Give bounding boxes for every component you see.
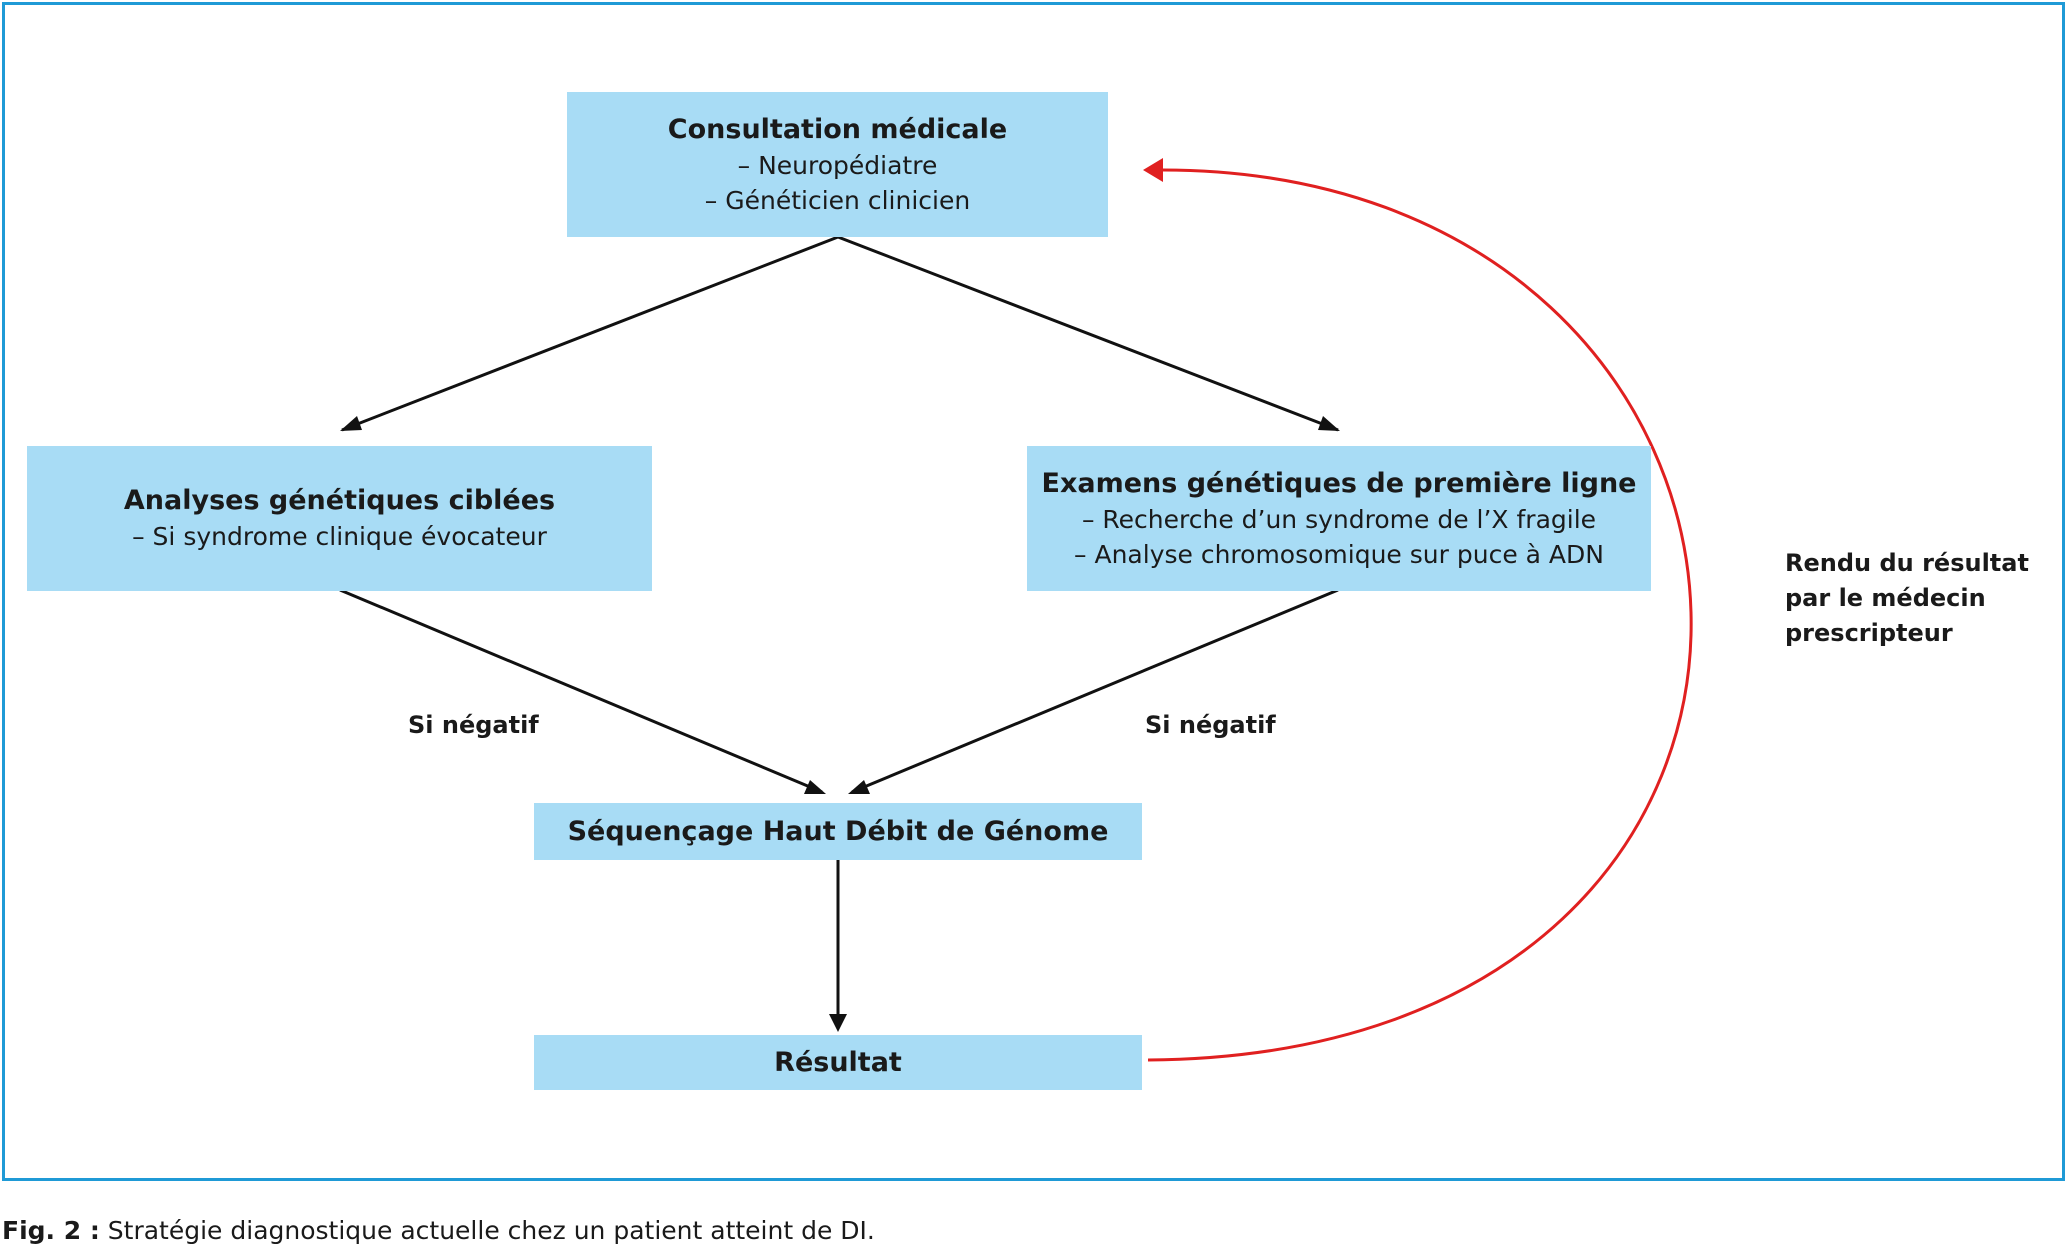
box-consultation-line-1: – Neuropédiatre [737,150,938,180]
box-consultation-line-2: – Généticien clinicien [704,185,971,215]
figure-caption-number: Fig. 2 : [2,1216,100,1245]
arrow-consultation-to-examens [837,235,1339,432]
arrow-examens-to-sequencage [851,588,1339,794]
box-examens-line-1: – Recherche d’un syndrome de l’X fragile [1081,504,1597,534]
label-feedback-line-1: Rendu du résultat [1785,549,2029,577]
figure-caption: Fig. 2 : Stratégie diagnostique actuelle… [2,1216,875,1246]
arrowhead-sequencage-right [848,780,870,794]
box-examens: Examens génétiques de première ligne – R… [1027,446,1651,591]
box-sequencage: Séquençage Haut Débit de Génome [534,803,1142,860]
arrowhead-sequencage-left [804,780,826,794]
box-analyses-line-1: – Si syndrome clinique évocateur [132,522,547,551]
box-analyses: Analyses génétiques ciblées – Si syndrom… [27,446,652,591]
box-resultat-title: Résultat [774,1046,902,1078]
arrow-consultation-to-analyses [341,235,839,432]
arrowhead-resultat [829,1014,847,1032]
figure-frame [2,2,2065,1181]
feedback-arrowhead [1143,158,1163,182]
box-examens-title: Examens génétiques de première ligne [1041,467,1637,499]
label-left-negative: Si négatif [408,711,539,739]
label-feedback: Rendu du résultat par le médecin prescri… [1785,546,2029,651]
arrow-analyses-to-sequencage [339,588,823,794]
box-resultat: Résultat [534,1035,1142,1090]
label-right-negative: Si négatif [1145,711,1276,739]
label-feedback-line-2: par le médecin [1785,584,1986,612]
box-consultation-title: Consultation médicale [667,113,1008,145]
box-analyses-title: Analyses génétiques ciblées [123,485,556,516]
feedback-arrow [1147,168,1693,1062]
box-sequencage-title: Séquençage Haut Débit de Génome [567,815,1109,847]
box-consultation: Consultation médicale – Neuropédiatre – … [567,92,1108,237]
box-examens-line-2: – Analyse chromosomique sur puce à ADN [1074,539,1604,569]
figure-caption-text: Stratégie diagnostique actuelle chez un … [99,1216,875,1245]
label-feedback-line-3: prescripteur [1785,619,1953,647]
arrowhead-analyses [340,416,362,431]
arrowhead-examens [1318,416,1340,431]
